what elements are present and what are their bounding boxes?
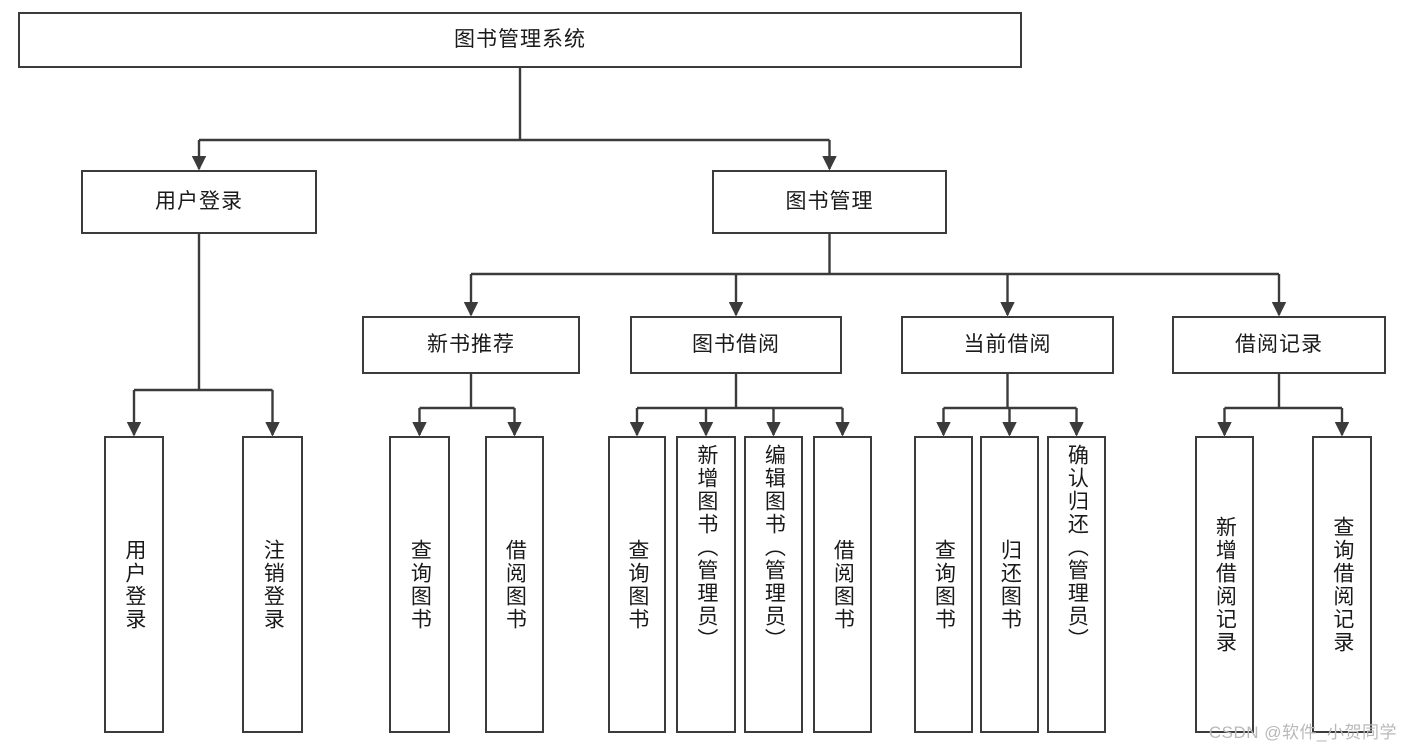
node-leaf-logout[interactable]: 注销登录	[242, 436, 303, 733]
node-book-management-label: 图书管理	[785, 190, 874, 214]
node-leaf-query-book-1[interactable]: 查询图书	[389, 436, 450, 733]
node-borrow-record[interactable]: 借阅记录	[1172, 316, 1386, 374]
node-leaf-query-book-3[interactable]: 查询图书	[914, 436, 973, 733]
csdn-watermark: CSDN @软件_小贺同学	[1208, 723, 1397, 742]
node-leaf-add-record-label: 新增借阅记录	[1213, 515, 1237, 654]
node-leaf-user-login-label: 用户登录	[122, 538, 146, 631]
node-book-borrow-label: 图书借阅	[692, 333, 780, 357]
node-leaf-return-book[interactable]: 归还图书	[980, 436, 1039, 733]
node-root-label: 图书管理系统	[454, 28, 586, 52]
node-leaf-edit-book[interactable]: 编辑图书（管理员）	[744, 436, 803, 733]
node-new-book-recommend[interactable]: 新书推荐	[362, 316, 580, 374]
node-book-management[interactable]: 图书管理	[712, 170, 947, 234]
node-borrow-record-label: 借阅记录	[1235, 333, 1323, 357]
node-leaf-borrow-book-1[interactable]: 借阅图书	[485, 436, 544, 733]
node-leaf-return-book-label: 归还图书	[998, 538, 1022, 631]
node-leaf-borrow-book-1-label: 借阅图书	[503, 538, 527, 631]
node-leaf-confirm-return-label: 确认归还（管理员）	[1065, 444, 1089, 651]
node-leaf-logout-label: 注销登录	[261, 538, 285, 631]
node-user-login-label: 用户登录	[155, 190, 243, 214]
node-leaf-query-record-label: 查询借阅记录	[1330, 515, 1354, 654]
node-leaf-query-book-1-label: 查询图书	[408, 538, 432, 631]
node-leaf-add-book[interactable]: 新增图书（管理员）	[676, 436, 736, 733]
node-user-login[interactable]: 用户登录	[81, 170, 317, 234]
node-leaf-add-record[interactable]: 新增借阅记录	[1195, 436, 1254, 733]
node-leaf-query-book-3-label: 查询图书	[932, 538, 956, 631]
node-current-borrow-label: 当前借阅	[963, 333, 1052, 357]
node-leaf-confirm-return[interactable]: 确认归还（管理员）	[1047, 436, 1106, 733]
node-leaf-borrow-book-2[interactable]: 借阅图书	[813, 436, 872, 733]
node-leaf-add-book-label: 新增图书（管理员）	[694, 444, 718, 651]
node-new-book-recommend-label: 新书推荐	[427, 333, 515, 357]
node-leaf-user-login[interactable]: 用户登录	[104, 436, 164, 733]
node-leaf-query-book-2-label: 查询图书	[625, 538, 649, 631]
node-leaf-edit-book-label: 编辑图书（管理员）	[762, 444, 786, 651]
node-leaf-borrow-book-2-label: 借阅图书	[831, 538, 855, 631]
node-root[interactable]: 图书管理系统	[18, 12, 1022, 68]
node-leaf-query-record[interactable]: 查询借阅记录	[1312, 436, 1372, 733]
node-current-borrow[interactable]: 当前借阅	[901, 316, 1114, 374]
node-leaf-query-book-2[interactable]: 查询图书	[608, 436, 666, 733]
node-book-borrow[interactable]: 图书借阅	[630, 316, 842, 374]
